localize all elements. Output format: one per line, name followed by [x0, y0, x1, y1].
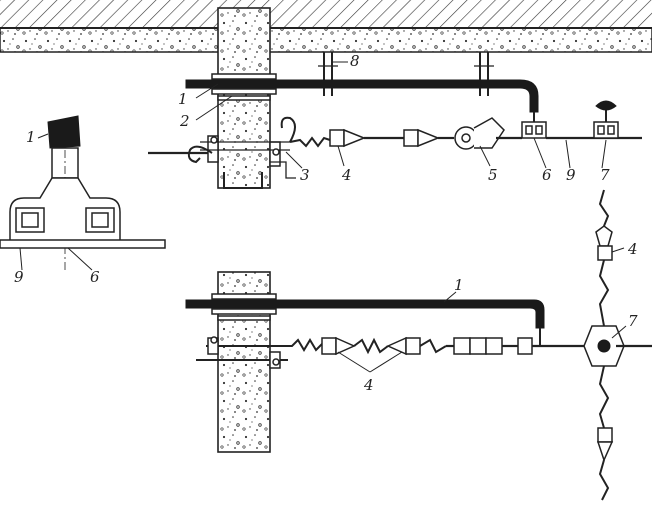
lower-wire-assembly	[196, 189, 652, 501]
label-clamp: 2	[179, 112, 190, 130]
label-wire-top: 9	[566, 166, 576, 184]
label-end-fitting: 5	[488, 166, 498, 184]
label-cable-bottom: 1	[454, 276, 464, 294]
label-hook: 3	[300, 166, 310, 184]
label-hanger: 8	[350, 52, 360, 70]
label-bracket-side: 6	[90, 268, 100, 286]
ceiling-slab	[0, 0, 652, 53]
leader-lines	[19, 61, 627, 373]
lower-cable	[185, 293, 545, 329]
label-cable-top: 1	[178, 90, 188, 108]
label-turnbuckle-vertical: 4	[627, 240, 638, 258]
label-cross-clamp: 7	[628, 312, 638, 330]
label-turnbuckle-top: 4	[341, 166, 352, 184]
label-wire-side: 9	[14, 268, 24, 286]
label-bracket-top: 6	[542, 166, 552, 184]
hangers	[318, 52, 494, 96]
label-turnbuckles-bottom: 4	[363, 376, 374, 394]
upper-cable	[185, 73, 539, 113]
labels: 1 2 3 4 5 6 9 7 8 1 9 6 1 4 4 7	[14, 52, 638, 394]
side-detail	[0, 115, 166, 272]
label-cable-side: 1	[26, 128, 36, 146]
upper-wire-assembly	[148, 100, 642, 179]
label-insulator-top: 7	[600, 166, 610, 184]
